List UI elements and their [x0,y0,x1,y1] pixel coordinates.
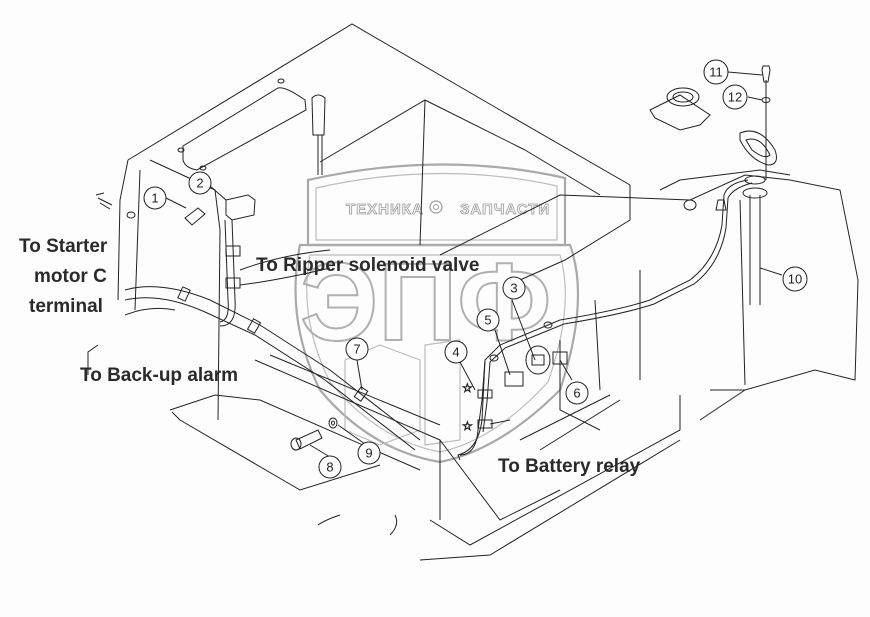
label-starter-line1: To Starter [19,236,108,257]
svg-text:12: 12 [728,90,742,105]
svg-text:8: 8 [326,460,333,475]
svg-text:10: 10 [788,272,802,287]
callout-2: 2 [188,171,212,195]
label-backup-alarm: To Back-up alarm [80,365,239,386]
svg-text:3: 3 [510,281,517,296]
svg-text:4: 4 [452,345,459,360]
callout-12: 12 [722,84,748,110]
watermark-logo: ЭПФ [300,241,551,364]
svg-text:2: 2 [196,176,203,191]
callout-1: 1 [143,186,167,210]
label-ripper-solenoid: To Ripper solenoid valve [256,255,480,276]
watermark-text-right: ЗАПЧАСТИ [460,201,550,218]
watermark: ТЕХНИКА ЗАПЧАСТИ ЭПФ [294,163,580,464]
label-battery-relay: To Battery relay [498,456,641,477]
callout-8: 8 [318,455,342,479]
label-starter-line3: terminal [29,296,103,317]
svg-text:5: 5 [484,313,491,328]
callout-11: 11 [703,59,729,85]
callout-10: 10 [782,266,808,292]
label-starter-line2: motor C [34,266,107,287]
callout-4: 4 [444,340,468,364]
gear-icon [429,200,443,214]
callout-3: 3 [502,276,526,300]
callout-9: 9 [357,441,381,465]
callout-7: 7 [345,337,369,361]
svg-text:1: 1 [151,191,158,206]
svg-text:11: 11 [709,65,723,80]
svg-text:☆: ☆ [462,419,473,433]
svg-text:9: 9 [365,446,372,461]
svg-text:7: 7 [353,342,360,357]
callout-5: 5 [476,308,500,332]
watermark-text-left: ТЕХНИКА [346,201,424,218]
svg-text:6: 6 [573,386,580,401]
machine-outline: ☆ ☆ [87,23,859,561]
callout-6: 6 [565,381,589,405]
svg-text:☆: ☆ [462,381,473,395]
